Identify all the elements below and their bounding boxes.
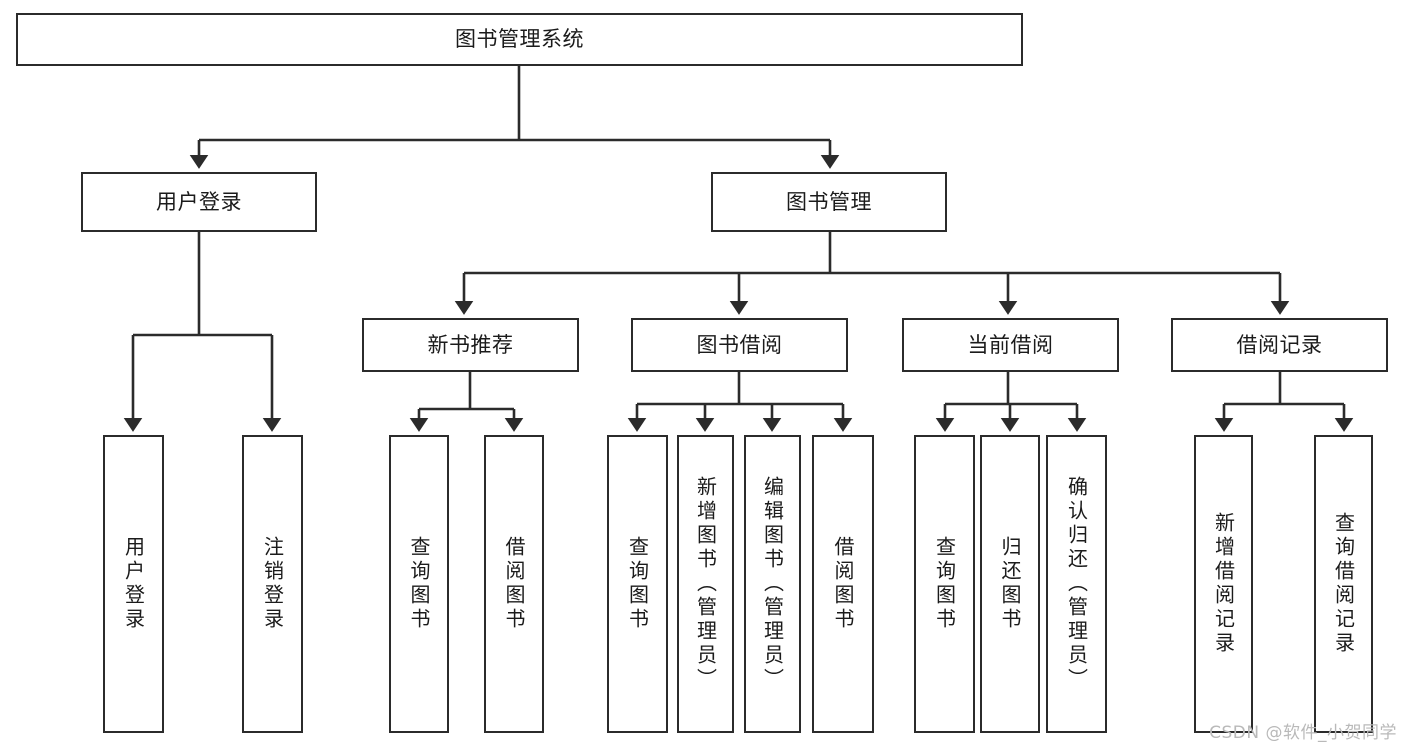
node-leaf-query-book-recommend[interactable]: 查询图书 — [389, 435, 449, 733]
node-label: 图书借阅 — [696, 332, 783, 357]
node-label: 当前借阅 — [967, 332, 1054, 357]
node-leaf-user-login[interactable]: 用户登录 — [103, 435, 164, 733]
node-label: 确认归还（管理员） — [1064, 476, 1089, 692]
node-leaf-edit-book[interactable]: 编辑图书（管理员） — [744, 435, 801, 733]
node-leaf-add-book[interactable]: 新增图书（管理员） — [677, 435, 734, 733]
node-label: 查询图书 — [932, 536, 957, 632]
node-label: 图书管理 — [786, 189, 872, 214]
node-label: 编辑图书（管理员） — [760, 476, 785, 692]
node-label: 新增借阅记录 — [1211, 512, 1236, 656]
node-label: 借阅图书 — [502, 536, 526, 632]
node-label: 查询图书 — [625, 536, 650, 632]
node-label: 用户登录 — [121, 536, 146, 632]
node-leaf-query-book-current[interactable]: 查询图书 — [914, 435, 975, 733]
node-label: 查询图书 — [407, 536, 431, 632]
node-label: 注销登录 — [260, 536, 285, 632]
node-label: 归还图书 — [998, 536, 1022, 632]
node-book-manage[interactable]: 图书管理 — [711, 172, 947, 232]
node-current-borrow[interactable]: 当前借阅 — [902, 318, 1119, 372]
node-leaf-query-borrow-record[interactable]: 查询借阅记录 — [1314, 435, 1373, 733]
node-borrow-record[interactable]: 借阅记录 — [1171, 318, 1388, 372]
node-leaf-logout[interactable]: 注销登录 — [242, 435, 303, 733]
node-label: 图书管理系统 — [455, 27, 584, 52]
node-label: 查询借阅记录 — [1331, 512, 1356, 656]
node-label: 新书推荐 — [427, 332, 514, 357]
node-leaf-borrow-book-recommend[interactable]: 借阅图书 — [484, 435, 544, 733]
node-book-borrow[interactable]: 图书借阅 — [631, 318, 848, 372]
node-label: 新增图书（管理员） — [693, 476, 718, 692]
node-label: 借阅图书 — [831, 536, 855, 632]
node-root-system[interactable]: 图书管理系统 — [16, 13, 1023, 66]
node-leaf-borrow-book[interactable]: 借阅图书 — [812, 435, 874, 733]
node-leaf-query-book-borrow[interactable]: 查询图书 — [607, 435, 668, 733]
node-label: 借阅记录 — [1236, 332, 1323, 357]
node-new-book-recommend[interactable]: 新书推荐 — [362, 318, 579, 372]
node-label: 用户登录 — [156, 189, 242, 214]
node-user-login[interactable]: 用户登录 — [81, 172, 317, 232]
node-leaf-confirm-return[interactable]: 确认归还（管理员） — [1046, 435, 1107, 733]
csdn-watermark: CSDN @软件_小贺同学 — [1209, 723, 1397, 743]
node-leaf-return-book[interactable]: 归还图书 — [980, 435, 1040, 733]
node-leaf-add-borrow-record[interactable]: 新增借阅记录 — [1194, 435, 1253, 733]
